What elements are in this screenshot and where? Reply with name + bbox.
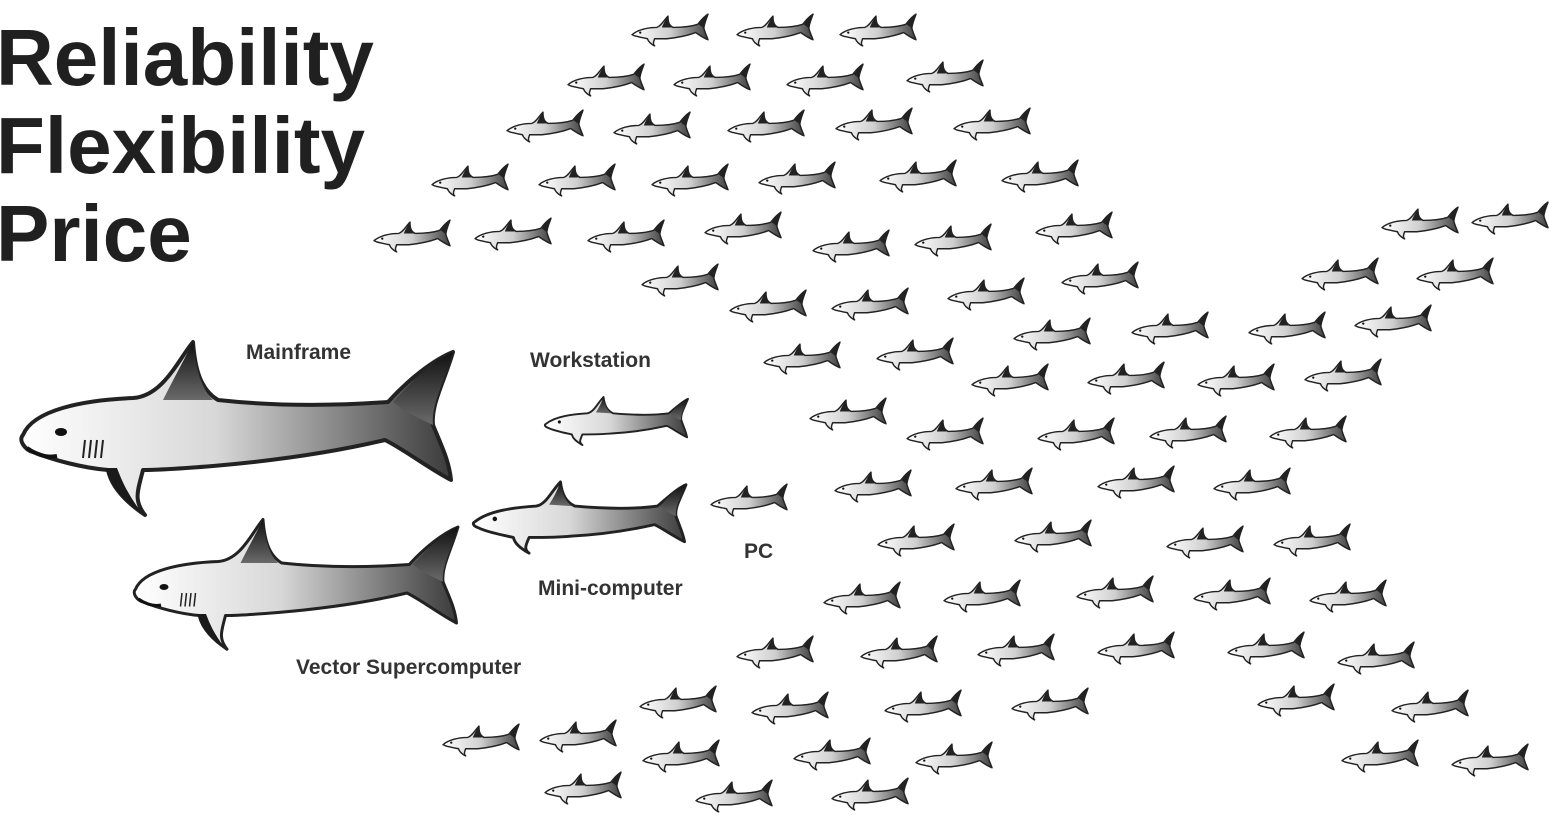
pc-fish: [840, 14, 916, 46]
pc-fish: [1194, 578, 1270, 610]
pc-fish: [1417, 258, 1493, 290]
pc-fish: [813, 230, 889, 262]
pc-fish: [711, 484, 787, 516]
pc-fish: [836, 108, 912, 140]
workstation-shark: [545, 397, 688, 445]
pc-fish: [907, 418, 983, 450]
pc-fish: [642, 264, 718, 296]
mainframe-shark: [21, 342, 453, 515]
pc-fish: [948, 278, 1024, 310]
pc-fish: [835, 470, 911, 502]
pc-fish: [643, 740, 719, 772]
pc-fish: [1088, 362, 1164, 394]
pc-fish: [956, 468, 1032, 500]
pc-fish: [588, 220, 664, 252]
pc-fish: [632, 14, 708, 46]
pc-fish: [1150, 416, 1226, 448]
heading-line-flexibility: Flexibility: [0, 106, 365, 186]
pc-fish: [540, 720, 616, 752]
pc-fish-school: [374, 14, 1548, 812]
heading-line-reliability: Reliability: [0, 18, 374, 98]
pc-fish: [1036, 212, 1112, 244]
pc-fish: [696, 780, 772, 812]
vector-supercomputer-label: Vector Supercomputer: [296, 657, 521, 678]
pc-fish: [507, 110, 583, 142]
pc-fish: [1310, 580, 1386, 612]
pc-fish: [728, 110, 804, 142]
mini-computer-shark: [473, 482, 686, 553]
pc-fish: [978, 634, 1054, 666]
pc-fish: [1015, 520, 1091, 552]
pc-fish: [954, 108, 1030, 140]
pc-fish: [972, 364, 1048, 396]
pc-fish: [810, 398, 886, 430]
pc-fish: [885, 690, 961, 722]
pc-fish: [878, 524, 954, 556]
mainframe-label: Mainframe: [246, 342, 351, 363]
pc-fish: [1167, 526, 1243, 558]
pc-fish: [1258, 684, 1334, 716]
pc-label: PC: [744, 541, 773, 562]
pc-fish: [1012, 688, 1088, 720]
pc-fish: [1274, 524, 1350, 556]
pc-fish: [1198, 364, 1274, 396]
pc-fish: [861, 636, 937, 668]
pc-fish: [1302, 258, 1378, 290]
mini-computer-label: Mini-computer: [538, 578, 683, 599]
pc-fish: [614, 112, 690, 144]
vector-supercomputer-shark: [134, 520, 458, 650]
pc-fish: [824, 582, 900, 614]
pc-fish: [759, 162, 835, 194]
pc-fish: [1214, 468, 1290, 500]
pc-fish: [880, 160, 956, 192]
pc-fish: [832, 778, 908, 810]
pc-fish: [652, 164, 728, 196]
pc-fish: [915, 224, 991, 256]
pc-fish: [640, 686, 716, 718]
pc-fish: [1392, 690, 1468, 722]
pc-fish: [730, 290, 806, 322]
pc-fish: [752, 692, 828, 724]
pc-fish: [539, 164, 615, 196]
pc-fish: [1062, 262, 1138, 294]
pc-fish: [1270, 416, 1346, 448]
pc-fish: [1098, 466, 1174, 498]
pc-fish: [944, 580, 1020, 612]
pc-fish: [1355, 305, 1431, 337]
pc-fish: [432, 164, 508, 196]
heading-line-price: Price: [0, 194, 192, 274]
pc-fish: [1382, 207, 1458, 239]
pc-fish: [1077, 576, 1153, 608]
pc-fish: [374, 220, 450, 252]
pc-fish: [737, 636, 813, 668]
pc-fish: [794, 738, 870, 770]
pc-fish: [787, 64, 863, 96]
pc-fish: [1338, 642, 1414, 674]
pc-fish: [907, 60, 983, 92]
pc-fish: [443, 724, 519, 756]
pc-fish: [1002, 160, 1078, 192]
pc-fish: [1472, 202, 1548, 234]
pc-fish: [832, 288, 908, 320]
pc-fish: [475, 218, 551, 250]
pc-fish: [1098, 632, 1174, 664]
pc-fish: [1014, 318, 1090, 350]
pc-fish: [877, 338, 953, 370]
pc-fish: [1342, 740, 1418, 772]
pc-fish: [1132, 312, 1208, 344]
pc-fish: [674, 64, 750, 96]
workstation-label: Workstation: [530, 350, 651, 371]
pc-fish: [545, 772, 621, 804]
pc-fish: [1305, 359, 1381, 391]
pc-fish: [705, 212, 781, 244]
pc-fish: [1228, 632, 1304, 664]
pc-fish: [1452, 744, 1528, 776]
pc-fish: [916, 742, 992, 774]
pc-fish: [1249, 312, 1325, 344]
pc-fish: [737, 14, 813, 46]
pc-fish: [764, 342, 840, 374]
pc-fish: [1038, 418, 1114, 450]
pc-fish: [568, 64, 644, 96]
